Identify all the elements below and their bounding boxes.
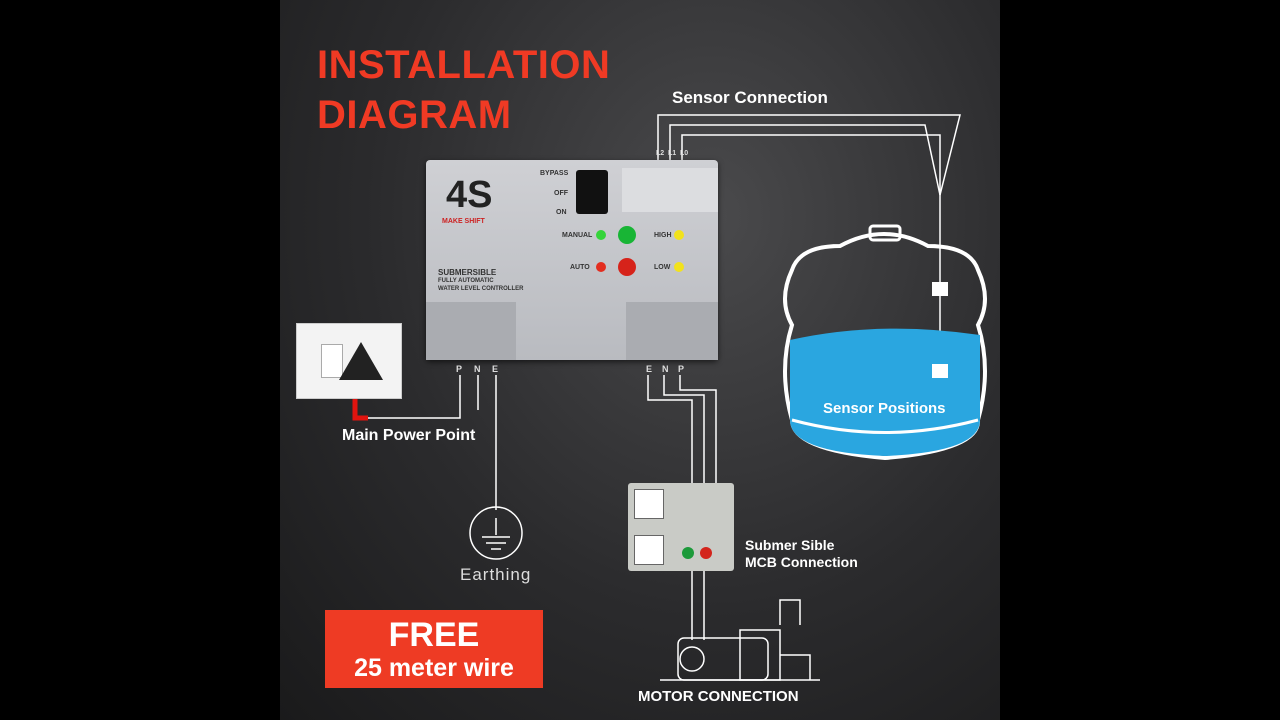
high-led bbox=[674, 230, 684, 240]
sensor-wire-l2 bbox=[657, 114, 961, 196]
motor-pump-icon bbox=[660, 599, 820, 681]
right-terminal-block bbox=[626, 302, 718, 360]
mcb-connection-label: Submer Sible MCB Connection bbox=[745, 537, 858, 571]
motor-connection-label: MOTOR CONNECTION bbox=[638, 688, 799, 705]
auto-label: AUTO bbox=[570, 264, 590, 271]
auto-led bbox=[596, 262, 606, 272]
high-label: HIGH bbox=[654, 232, 672, 239]
meter-icon bbox=[634, 535, 664, 565]
start-button[interactable] bbox=[682, 547, 694, 559]
low-label: LOW bbox=[654, 264, 671, 271]
brand-logo-icon: 4S bbox=[446, 174, 493, 216]
level-controller: 4S MAKE SHIFT BYPASS OFF ON MANUAL AUTO … bbox=[426, 160, 718, 360]
rocker-switch[interactable] bbox=[576, 170, 608, 214]
bypass-label: BYPASS bbox=[540, 170, 569, 177]
meter-icon bbox=[634, 489, 664, 519]
left-terminal-block bbox=[426, 302, 516, 360]
title-line-1: INSTALLATION bbox=[317, 43, 611, 87]
off-label: OFF bbox=[554, 190, 568, 197]
free-wire-badge: FREE 25 meter wire bbox=[325, 610, 543, 688]
power-wires bbox=[365, 375, 717, 640]
mcb-label-line-2: MCB Connection bbox=[745, 554, 858, 570]
sensor-terminal-l0: L0 bbox=[680, 150, 689, 157]
sensor-terminal-l2: L2 bbox=[656, 150, 665, 157]
left-terminal-p: P bbox=[456, 364, 463, 374]
mcb-label-line-1: Submer Sible bbox=[745, 537, 835, 553]
left-terminal-e: E bbox=[492, 364, 499, 374]
manual-button[interactable] bbox=[618, 226, 636, 244]
auto-button[interactable] bbox=[618, 258, 636, 276]
water-tank bbox=[783, 224, 987, 461]
sensor-led-strip bbox=[622, 168, 718, 212]
earth-symbol bbox=[469, 506, 523, 560]
free-text: FREE bbox=[388, 616, 480, 654]
sensor-wire-l1 bbox=[669, 124, 941, 196]
wire-length-text: 25 meter wire bbox=[354, 654, 514, 682]
low-led bbox=[674, 262, 684, 272]
mcb-panel bbox=[628, 483, 734, 571]
sensor-wire-l0 bbox=[681, 134, 941, 195]
wiring-svg bbox=[352, 114, 987, 681]
product-line-3: WATER LEVEL CONTROLLER bbox=[438, 286, 524, 292]
diagram-title: INSTALLATION DIAGRAM bbox=[317, 40, 610, 140]
product-line-2: FULLY AUTOMATIC bbox=[438, 278, 494, 284]
right-terminal-n: N bbox=[662, 364, 669, 374]
main-power-point-label: Main Power Point bbox=[342, 427, 476, 444]
right-terminal-e: E bbox=[646, 364, 653, 374]
manual-label: MANUAL bbox=[562, 232, 593, 239]
sensor-positions-label: Sensor Positions bbox=[823, 400, 946, 417]
manual-led bbox=[596, 230, 606, 240]
product-line-1: SUBMERSIBLE bbox=[438, 268, 497, 277]
right-terminal-p: P bbox=[678, 364, 685, 374]
left-terminal-n: N bbox=[474, 364, 481, 374]
brand-name: MAKE SHIFT bbox=[442, 218, 485, 225]
diagram-panel: INSTALLATION DIAGRAM bbox=[280, 0, 1000, 720]
sensor-terminal-l1: L1 bbox=[668, 150, 677, 157]
plug-icon bbox=[339, 342, 383, 380]
switchboard bbox=[296, 323, 402, 399]
sensor-connection-label: Sensor Connection bbox=[672, 88, 828, 107]
title-line-2: DIAGRAM bbox=[317, 93, 512, 137]
earthing-label: Earthing bbox=[460, 565, 532, 584]
stop-button[interactable] bbox=[700, 547, 712, 559]
on-label: ON bbox=[556, 209, 567, 216]
